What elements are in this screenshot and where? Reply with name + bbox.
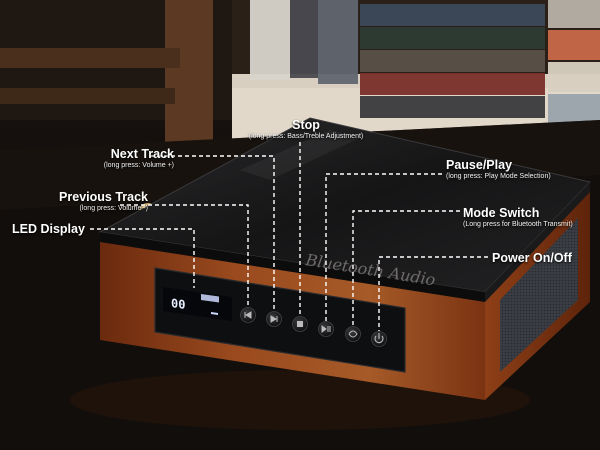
mode-switch-icon [348, 330, 358, 338]
callout-led-display: LED Display [12, 222, 85, 236]
leader-mode-switch [352, 210, 460, 326]
stop-button[interactable] [292, 316, 308, 332]
callout-leaders [90, 142, 488, 331]
callout-next-track-title: Next Track [110, 147, 174, 161]
leader-led-display [90, 228, 195, 288]
next-track-button[interactable] [266, 311, 282, 327]
callout-mode-switch-note: (Long press for Bluetooth Transmit) [463, 221, 573, 228]
callout-next-track: Next Track (long press: Volume +) [70, 147, 174, 170]
callout-led-display-title: LED Display [12, 222, 85, 236]
callout-previous-track: Previous Track (long press: Volume -) [40, 190, 148, 213]
prev-track-button[interactable] [240, 307, 256, 323]
play-pause-icon [321, 325, 331, 333]
callout-mode-switch-title: Mode Switch [463, 206, 540, 220]
led-readout: 00 [171, 296, 185, 312]
callout-pause-play-title: Pause/Play [446, 158, 513, 172]
callout-power: Power On/Off [492, 251, 572, 265]
leader-previous-track [120, 204, 249, 307]
stop-icon [297, 321, 303, 327]
callout-pause-play-note: (long press: Play Mode Selection) [446, 173, 551, 180]
leader-pause-play [325, 173, 442, 321]
led-battery-indicator [201, 294, 219, 303]
callout-stop: Stop (long press: Bass/Treble Adjustment… [236, 118, 376, 141]
callout-mode-switch: Mode Switch (Long press for Bluetooth Tr… [463, 206, 573, 229]
callout-previous-track-title: Previous Track [59, 190, 148, 204]
callout-stop-note: (long press: Bass/Treble Adjustment) [248, 133, 364, 140]
callout-next-track-note: (long press: Volume +) [103, 162, 174, 169]
leader-power [378, 256, 488, 331]
mode-switch-button[interactable] [345, 326, 361, 342]
callout-power-title: Power On/Off [492, 251, 572, 265]
power-icon [374, 335, 384, 344]
callout-pause-play: Pause/Play (long press: Play Mode Select… [446, 158, 551, 181]
callout-previous-track-note: (long press: Volume -) [79, 205, 148, 212]
leader-next-track [150, 155, 275, 311]
pause-play-button[interactable] [318, 321, 334, 337]
power-button[interactable] [371, 331, 387, 347]
led-dash [211, 312, 218, 315]
skip-forward-icon [270, 315, 278, 323]
skip-back-icon [244, 311, 252, 319]
callout-stop-title: Stop [292, 118, 320, 132]
